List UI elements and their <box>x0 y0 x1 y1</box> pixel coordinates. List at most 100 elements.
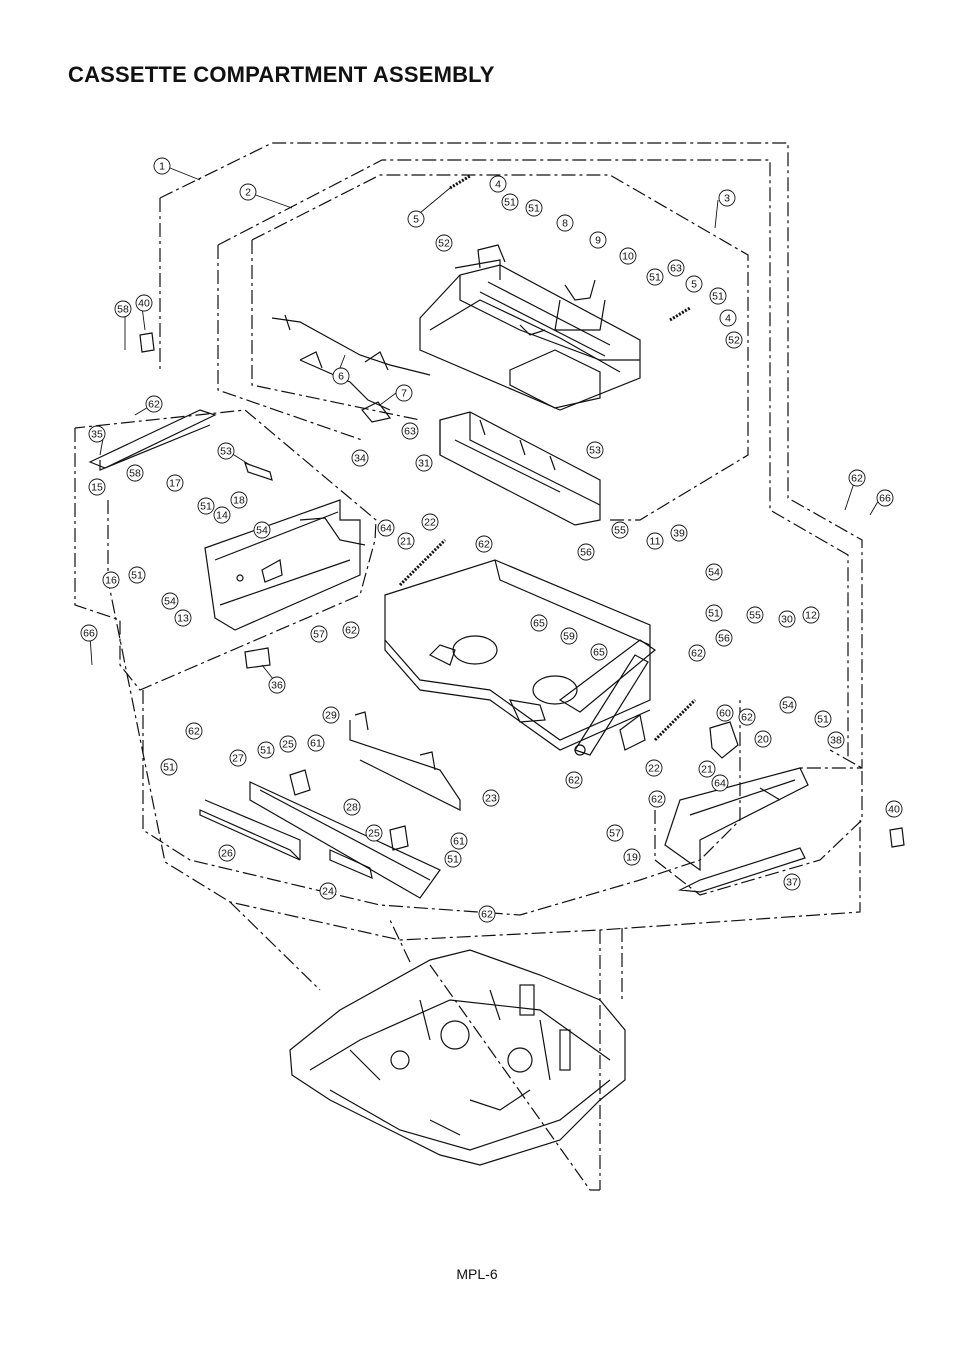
callout-circle <box>719 309 737 327</box>
callout-circle <box>218 844 236 862</box>
callout-number: 23 <box>485 793 497 805</box>
callout-circle <box>778 610 796 628</box>
callout-circle <box>88 478 106 496</box>
callout-number: 5 <box>691 279 697 291</box>
callout-circle <box>876 489 894 507</box>
callout-5: 5 <box>685 275 703 293</box>
callout-54: 54 <box>779 696 797 714</box>
callout-circle <box>126 464 144 482</box>
callout-number: 62 <box>148 399 160 411</box>
callout-62: 62 <box>342 621 360 639</box>
callout-36: 36 <box>268 676 286 694</box>
callout-53: 53 <box>217 442 235 460</box>
callout-53: 53 <box>586 441 604 459</box>
callout-56: 56 <box>577 543 595 561</box>
callout-circle <box>802 606 820 624</box>
callout-number: 56 <box>718 633 730 645</box>
callout-40: 40 <box>135 294 153 312</box>
callout-18: 18 <box>230 491 248 509</box>
callout-circle <box>482 789 500 807</box>
rod-arms <box>271 314 431 423</box>
callout-number: 53 <box>589 445 601 457</box>
callout-number: 16 <box>105 575 117 587</box>
callout-number: 57 <box>313 629 325 641</box>
callout-17: 17 <box>166 474 184 492</box>
callout-circle <box>365 824 383 842</box>
callout-62: 62 <box>145 395 163 413</box>
callout-28: 28 <box>343 798 361 816</box>
frame-boundary-lower <box>107 500 861 941</box>
callout-circle <box>709 287 727 305</box>
callout-number: 38 <box>830 735 842 747</box>
callout-number: 62 <box>691 648 703 660</box>
callout-58: 58 <box>126 464 144 482</box>
callout-circle <box>718 189 736 207</box>
callout-circle <box>253 521 271 539</box>
callout-circle <box>114 300 132 318</box>
callout-circle <box>577 543 595 561</box>
callout-number: 65 <box>533 618 545 630</box>
callout-number: 54 <box>708 567 720 579</box>
callout-52: 52 <box>435 234 453 252</box>
callout-circle <box>230 491 248 509</box>
callout-57: 57 <box>310 625 328 643</box>
callout-number: 62 <box>851 473 863 485</box>
callout-circle <box>307 734 325 752</box>
callout-1: 1 <box>153 157 171 175</box>
callout-number: 51 <box>200 501 212 513</box>
callout-circle <box>217 442 235 460</box>
callout-number: 7 <box>401 388 407 400</box>
callout-circle <box>783 873 801 891</box>
callout-16: 16 <box>102 571 120 589</box>
callout-2: 2 <box>239 183 257 201</box>
callout-circle <box>343 798 361 816</box>
callout-14: 14 <box>213 506 231 524</box>
callout-number: 40 <box>138 298 150 310</box>
callout-circle <box>229 749 247 767</box>
callout-10: 10 <box>619 247 637 265</box>
callout-circle <box>80 624 98 642</box>
callout-circle <box>166 474 184 492</box>
callout-number: 56 <box>580 547 592 559</box>
callout-51: 51 <box>705 604 723 622</box>
callout-number: 37 <box>786 877 798 889</box>
callout-51: 51 <box>197 497 215 515</box>
callout-number: 51 <box>260 745 272 757</box>
callout-66: 66 <box>876 489 894 507</box>
callout-13: 13 <box>174 609 192 627</box>
assembly-boundary-3 <box>251 174 749 521</box>
callout-51: 51 <box>814 710 832 728</box>
frame-vertical-lines <box>389 919 623 1190</box>
callout-66: 66 <box>80 624 98 642</box>
callout-circle <box>332 367 350 385</box>
callout-63: 63 <box>401 422 419 440</box>
callout-3: 3 <box>718 189 736 207</box>
callout-51: 51 <box>128 566 146 584</box>
callout-circle <box>395 384 413 402</box>
callout-62: 62 <box>475 535 493 553</box>
callout-number: 6 <box>338 371 344 383</box>
callout-56: 56 <box>715 629 733 647</box>
callout-number: 1 <box>159 161 165 173</box>
callout-number: 54 <box>782 700 794 712</box>
callout-number: 4 <box>725 313 731 325</box>
callout-37: 37 <box>783 873 801 891</box>
callout-circle <box>705 604 723 622</box>
callout-31: 31 <box>415 454 433 472</box>
callout-circle <box>268 676 286 694</box>
callout-19: 19 <box>623 848 641 866</box>
callout-circle <box>648 790 666 808</box>
callout-circle <box>715 629 733 647</box>
callout-21: 21 <box>397 532 415 550</box>
callout-circle <box>560 627 578 645</box>
callout-circle <box>279 735 297 753</box>
callout-circle <box>705 563 723 581</box>
callout-8: 8 <box>556 214 574 232</box>
callout-62: 62 <box>848 469 866 487</box>
callout-number: 15 <box>91 482 103 494</box>
callout-51: 51 <box>501 193 519 211</box>
callout-number: 61 <box>453 836 465 848</box>
coil-springs <box>398 174 697 742</box>
callout-number: 66 <box>879 493 891 505</box>
